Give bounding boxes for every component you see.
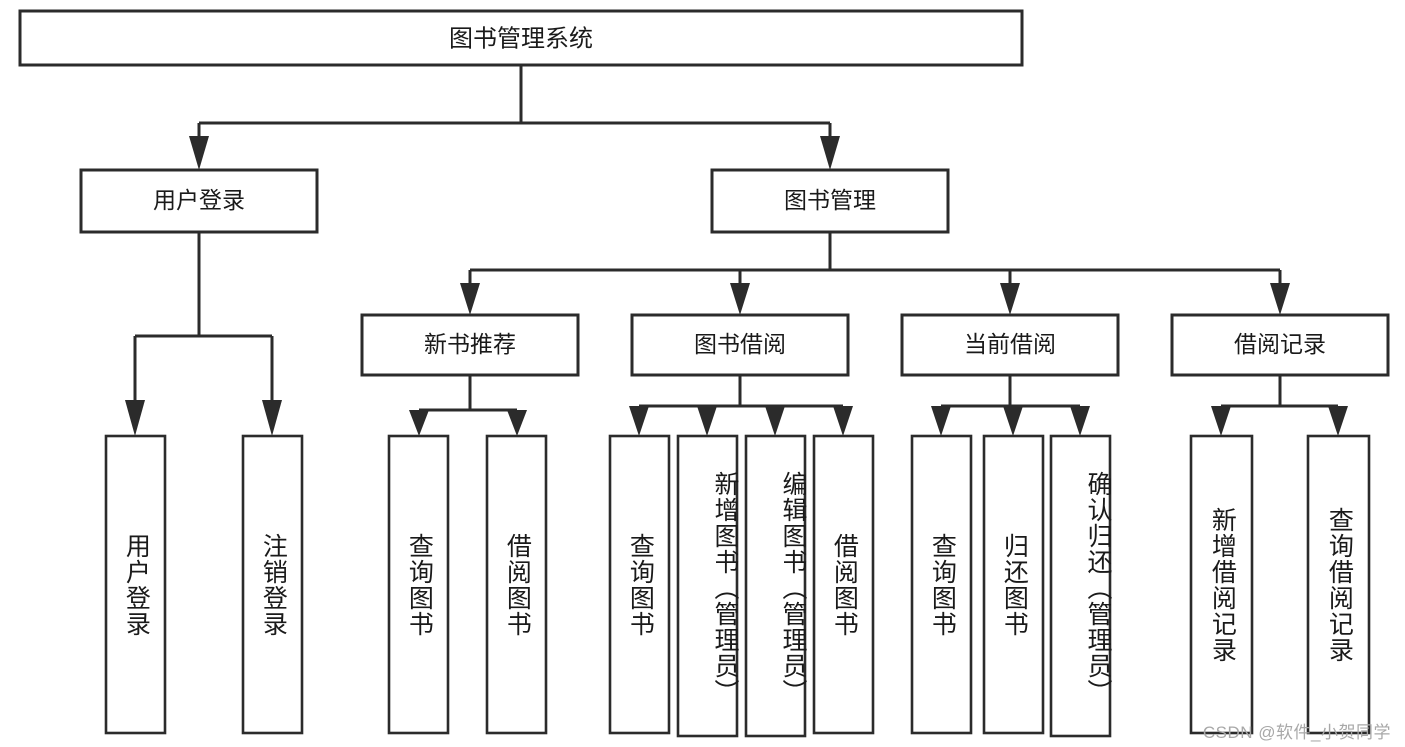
leaf-box-borrow-book-2[interactable] — [812, 434, 875, 735]
node-new-book-recommend[interactable]: 新书推荐 — [360, 313, 580, 377]
arrow-to-borrow-record — [1270, 283, 1290, 315]
leaf-box-return-book[interactable] — [982, 434, 1045, 735]
node-borrow-record-box[interactable] — [1170, 313, 1390, 377]
leaf-box-logout[interactable] — [241, 434, 304, 735]
node-borrow-record-label: 借阅记录 — [1234, 331, 1326, 357]
leaf-box-borrow-book-1[interactable] — [485, 434, 548, 735]
edge-group-currentborrow-to-leaves — [931, 375, 1090, 436]
node-user-login-box[interactable] — [79, 168, 319, 234]
node-book-management-label: 图书管理 — [784, 187, 876, 213]
arrow-to-leaf-add-record — [1211, 406, 1231, 436]
node-user-login-label: 用户登录 — [153, 187, 245, 213]
arrow-to-user-login — [189, 136, 209, 170]
arrow-to-current-borrow — [1000, 283, 1020, 315]
arrow-to-leaf-borrow-book-1 — [507, 410, 527, 436]
edge-group-bookborrow-to-leaves — [629, 375, 853, 436]
edge-group-bookmgmt-to-level3 — [460, 232, 1290, 315]
leaf-box-query-book-3[interactable] — [910, 434, 973, 735]
arrow-to-leaf-query-record — [1328, 406, 1348, 436]
node-current-borrow[interactable]: 当前借阅 — [900, 313, 1120, 377]
arrow-to-leaf-confirm-return — [1070, 406, 1090, 436]
node-new-book-recommend-box[interactable] — [360, 313, 580, 377]
edge-group-userlogin-to-leaves — [125, 232, 282, 436]
arrow-to-leaf-user-login — [125, 400, 145, 436]
leaf-box-user-login[interactable] — [104, 434, 167, 735]
arrow-to-new-book-rec — [460, 283, 480, 315]
node-book-borrow[interactable]: 图书借阅 — [630, 313, 850, 377]
node-new-book-recommend-label: 新书推荐 — [424, 331, 516, 357]
arrow-to-leaf-query-book-1 — [409, 410, 429, 436]
leaf-box-add-book[interactable] — [676, 434, 739, 738]
arrow-to-leaf-query-book-2 — [629, 406, 649, 436]
leaf-box-query-book-2[interactable] — [608, 434, 671, 735]
arrow-to-leaf-query-book-3 — [931, 406, 951, 436]
edge-group-root-to-level2 — [189, 65, 840, 170]
node-root-label: 图书管理系统 — [449, 25, 593, 52]
arrow-to-leaf-logout — [262, 400, 282, 436]
node-user-login[interactable]: 用户登录 — [79, 168, 319, 234]
node-root-box[interactable] — [18, 9, 1024, 67]
node-current-borrow-label: 当前借阅 — [964, 331, 1056, 357]
node-current-borrow-box[interactable] — [900, 313, 1120, 377]
arrow-to-leaf-borrow-book-2 — [833, 406, 853, 436]
node-book-borrow-label: 图书借阅 — [694, 331, 786, 357]
leaf-box-confirm-return[interactable] — [1049, 434, 1112, 738]
arrow-to-leaf-add-book — [697, 406, 717, 436]
arrow-to-book-borrow — [730, 283, 750, 315]
node-borrow-record[interactable]: 借阅记录 — [1170, 313, 1390, 377]
node-book-management[interactable]: 图书管理 — [710, 168, 950, 234]
arrow-to-leaf-edit-book — [765, 406, 785, 436]
edge-group-newbook-to-leaves — [409, 375, 527, 436]
edge-group-borrowrecord-to-leaves — [1211, 375, 1348, 436]
node-book-management-box[interactable] — [710, 168, 950, 234]
csdn-watermark: CSDN @软件_小贺同学 — [1202, 723, 1391, 742]
node-root[interactable]: 图书管理系统 — [18, 9, 1024, 67]
node-book-borrow-box[interactable] — [630, 313, 850, 377]
leaf-box-query-record[interactable] — [1306, 434, 1371, 735]
leaf-box-add-record[interactable] — [1189, 434, 1254, 735]
leaf-box-query-book-1[interactable] — [387, 434, 450, 735]
leaf-box-edit-book[interactable] — [744, 434, 807, 738]
arrow-to-book-mgmt — [820, 136, 840, 170]
arrow-to-leaf-return-book — [1003, 406, 1023, 436]
